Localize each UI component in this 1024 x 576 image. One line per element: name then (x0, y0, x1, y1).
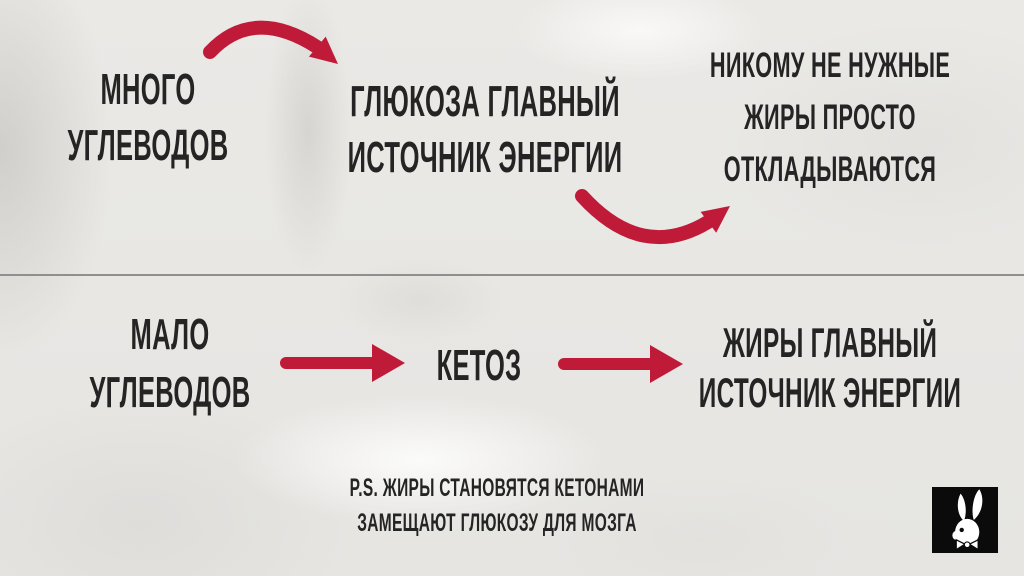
ketosis-label: КЕТОЗ (392, 338, 566, 394)
fats-main-line-1: ЖИРЫ ГЛАВНЫЙ (722, 319, 938, 366)
postscript-note: P.S. ЖИРЫ СТАНОВЯТСЯ КЕТОНАМИ ЗАМЕЩАЮТ Г… (311, 471, 683, 541)
ketosis-line-1: КЕТОЗ (436, 341, 522, 390)
unneeded-fats-line-2: ЖИРЫ ПРОСТО (744, 98, 916, 137)
glucose-line-2: ИСТОЧНИК ЭНЕРГИИ (347, 133, 623, 182)
unneeded-fats-stored-label: НИКОМУ НЕ НУЖНЫЕ ЖИРЫ ПРОСТО ОТКЛАДЫВАЮТ… (687, 40, 972, 196)
curved-arrow-top-icon (203, 20, 338, 64)
fats-main-energy-label: ЖИРЫ ГЛАВНЫЙ ИСТОЧНИК ЭНЕРГИИ (685, 318, 975, 418)
few-carbs-line-1: МАЛО (130, 310, 210, 359)
many-carbs-label: МНОГО УГЛЕВОДОВ (32, 62, 264, 174)
many-carbs-line-1: МНОГО (100, 65, 196, 114)
many-carbs-line-2: УГЛЕВОДОВ (67, 121, 229, 170)
curved-arrow-middle-icon (575, 189, 730, 245)
straight-arrow-left-icon (280, 344, 405, 382)
glucose-line-1: ГЛЮКОЗА ГЛАВНЫЙ (350, 77, 620, 126)
playboy-bunny-logo (932, 487, 998, 553)
postscript-line-2: ЗАМЕЩАЮТ ГЛЮКОЗУ ДЛЯ МОЗГА (357, 509, 637, 537)
glucose-main-energy-label: ГЛЮКОЗА ГЛАВНЫЙ ИСТОЧНИК ЭНЕРГИИ (340, 74, 630, 186)
playboy-bunny-icon (952, 489, 983, 551)
fats-main-line-2: ИСТОЧНИК ЭНЕРГИИ (698, 369, 962, 416)
few-carbs-label: МАЛО УГЛЕВОДОВ (54, 306, 286, 422)
straight-arrow-right-icon (558, 345, 683, 383)
unneeded-fats-line-1: НИКОМУ НЕ НУЖНЫЕ (709, 46, 951, 85)
few-carbs-line-2: УГЛЕВОДОВ (89, 368, 251, 417)
unneeded-fats-line-3: ОТКЛАДЫВАЮТСЯ (723, 150, 937, 189)
horizontal-divider (0, 274, 1024, 276)
postscript-line-1: P.S. ЖИРЫ СТАНОВЯТСЯ КЕТОНАМИ (349, 474, 645, 502)
